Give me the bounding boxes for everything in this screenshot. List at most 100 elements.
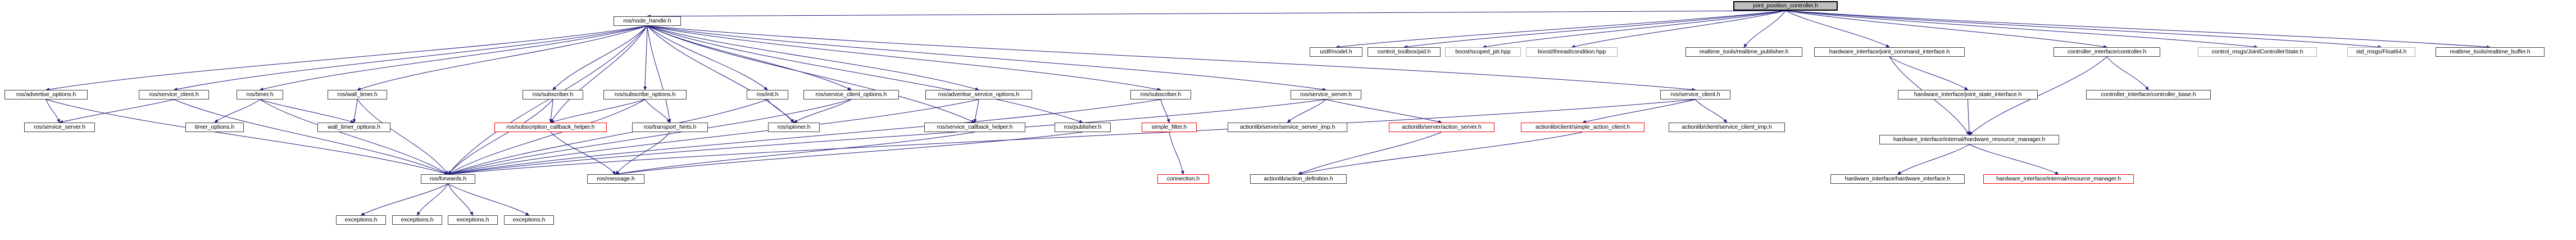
graph-node[interactable]: controller_interface/controller.h xyxy=(2053,47,2160,57)
graph-node-label: actionlib/action_definition.h xyxy=(1264,175,1333,183)
graph-node-label: controller_interface/controller.h xyxy=(2067,48,2147,56)
graph-node-label: ros/message.h xyxy=(597,175,635,183)
graph-edge xyxy=(174,99,449,175)
graph-node-label: actionlib/server/service_server_imp.h xyxy=(1239,124,1335,131)
graph-node[interactable]: actionlib/client/service_client_imp.h xyxy=(1669,123,1785,132)
graph-node[interactable]: ros/service_client.h xyxy=(139,90,209,99)
graph-node[interactable]: realtime_tools/realtime_buffer.h xyxy=(2436,47,2545,57)
graph-node[interactable]: connection.h xyxy=(1157,174,1209,184)
graph-edge xyxy=(46,25,648,92)
graph-edge xyxy=(647,10,1786,19)
graph-node[interactable]: ros/service_server.h xyxy=(1291,90,1361,99)
graph-node[interactable]: ros/timer.h xyxy=(237,90,283,99)
graph-node[interactable]: wall_timer_options.h xyxy=(317,123,390,132)
graph-node-label: hardware_interface/joint_state_interface… xyxy=(1914,91,2022,98)
graph-edge xyxy=(1582,99,1696,124)
graph-node[interactable]: ros/service_client.h xyxy=(1660,90,1730,99)
graph-node[interactable]: ros/subscribe_options.h xyxy=(603,90,687,99)
graph-node-label: std_msgs/Float64.h xyxy=(2356,48,2407,56)
graph-node[interactable]: timer_options.h xyxy=(185,123,244,132)
graph-edge xyxy=(173,25,648,91)
graph-node[interactable]: realtime_tools/realtime_publisher.h xyxy=(1685,47,1802,57)
graph-node[interactable]: boost/thread/condition.hpp xyxy=(1526,47,1618,57)
graph-node-label: ros/spinner.h xyxy=(777,124,811,131)
graph-edge xyxy=(214,99,260,123)
graph-node[interactable]: ros/publisher.h xyxy=(1055,123,1111,132)
graph-node[interactable]: hardware_interface/joint_state_interface… xyxy=(1898,90,2038,99)
graph-edge xyxy=(59,99,174,124)
graph-edge xyxy=(647,25,1083,123)
graph-node[interactable]: actionlib/server/service_server_imp.h xyxy=(1228,123,1347,132)
graph-node[interactable]: simple_filter.h xyxy=(1142,123,1197,132)
graph-node[interactable]: ros/subscription_callback_helper.h xyxy=(494,123,607,132)
graph-edge xyxy=(615,132,670,175)
graph-edge xyxy=(767,99,794,123)
graph-node[interactable]: exceptions.h xyxy=(504,215,554,225)
graph-node-label: boost/thread/condition.hpp xyxy=(1537,48,1606,56)
graph-edge xyxy=(647,25,979,91)
graph-node-label: joint_position_controller.h xyxy=(1753,2,1818,10)
graph-node[interactable]: ros/advertise_service_options.h xyxy=(925,90,1032,99)
graph-node[interactable]: hardware_interface/internal/resource_man… xyxy=(1983,174,2134,184)
graph-node[interactable]: ros/service_callback_helper.h xyxy=(924,123,1025,132)
graph-edge xyxy=(360,183,448,216)
graph-node[interactable]: ros/forwards.h xyxy=(421,174,475,184)
graph-node-current[interactable]: joint_position_controller.h xyxy=(1733,1,1838,11)
graph-node[interactable]: hardware_interface/joint_command_interfa… xyxy=(1814,47,1965,57)
graph-node[interactable]: ros/service_server.h xyxy=(24,123,95,132)
graph-edge xyxy=(1743,10,1786,48)
graph-node[interactable]: ros/message.h xyxy=(587,174,644,184)
graph-edge xyxy=(1969,144,2059,175)
graph-node-label: boost/scoped_ptr.hpp xyxy=(1455,48,1511,56)
graph-node[interactable]: exceptions.h xyxy=(336,215,386,225)
graph-node[interactable]: controller_interface/controller_base.h xyxy=(2086,90,2211,99)
graph-node[interactable]: ros/wall_timer.h xyxy=(328,90,387,99)
graph-node[interactable]: actionlib/action_definition.h xyxy=(1250,174,1347,184)
graph-node[interactable]: ros/node_handle.h xyxy=(614,16,681,26)
graph-node[interactable]: ros/subscriber.h xyxy=(523,90,583,99)
graph-edge xyxy=(647,25,671,123)
graph-node[interactable]: ros/transport_hints.h xyxy=(632,123,708,132)
graph-node[interactable]: ros/spinner.h xyxy=(768,123,820,132)
graph-edge xyxy=(1785,10,2258,49)
graph-node[interactable]: exceptions.h xyxy=(392,215,442,225)
graph-edge xyxy=(447,99,646,175)
graph-node[interactable]: ros/service_client_options.h xyxy=(803,90,899,99)
graph-node-label: ros/advertise_options.h xyxy=(16,91,76,98)
graph-node[interactable]: control_msgs/JointControllerState.h xyxy=(2198,47,2317,57)
graph-edge xyxy=(793,99,852,123)
graph-node[interactable]: actionlib/client/simple_action_client.h xyxy=(1521,123,1644,132)
graph-edge xyxy=(448,183,473,216)
graph-node[interactable]: actionlib/server/action_server.h xyxy=(1389,123,1494,132)
graph-edge xyxy=(46,99,449,175)
graph-node[interactable]: ros/advertise_options.h xyxy=(4,90,88,99)
graph-node[interactable]: hardware_interface/internal/hardware_res… xyxy=(1879,135,2059,144)
graph-node[interactable]: ros/init.h xyxy=(747,90,788,99)
graph-edge xyxy=(552,25,648,90)
graph-edge xyxy=(260,99,355,124)
graph-node-label: actionlib/client/simple_action_client.h xyxy=(1535,124,1630,131)
graph-node-label: ros/publisher.h xyxy=(1064,124,1102,131)
graph-node-label: exceptions.h xyxy=(344,216,378,224)
graph-edge xyxy=(550,25,648,123)
graph-edge xyxy=(1785,10,1890,48)
graph-node[interactable]: urdf/model.h xyxy=(1310,47,1362,57)
graph-node-label: urdf/model.h xyxy=(1320,48,1352,56)
graph-node[interactable]: boost/scoped_ptr.hpp xyxy=(1445,47,1521,57)
graph-node-label: exceptions.h xyxy=(456,216,489,224)
graph-node[interactable]: hardware_interface/hardware_interface.h xyxy=(1830,174,1965,184)
graph-node[interactable]: std_msgs/Float64.h xyxy=(2347,47,2415,57)
graph-edge xyxy=(46,99,60,123)
graph-edge xyxy=(447,99,553,175)
graph-node-label: wall_timer_options.h xyxy=(328,124,380,131)
graph-node-label: ros/subscription_callback_helper.h xyxy=(506,124,595,131)
graph-node[interactable]: control_toolbox/pid.h xyxy=(1367,47,1441,57)
graph-edge xyxy=(1785,10,2107,49)
graph-node-label: ros/service_client.h xyxy=(149,91,199,98)
graph-edge xyxy=(615,132,975,175)
graph-node[interactable]: exceptions.h xyxy=(448,215,498,225)
graph-node-label: ros/forwards.h xyxy=(429,175,467,183)
graph-edge xyxy=(644,99,671,123)
graph-edge xyxy=(1967,99,1971,135)
graph-node[interactable]: ros/subscriber.h xyxy=(1130,90,1191,99)
